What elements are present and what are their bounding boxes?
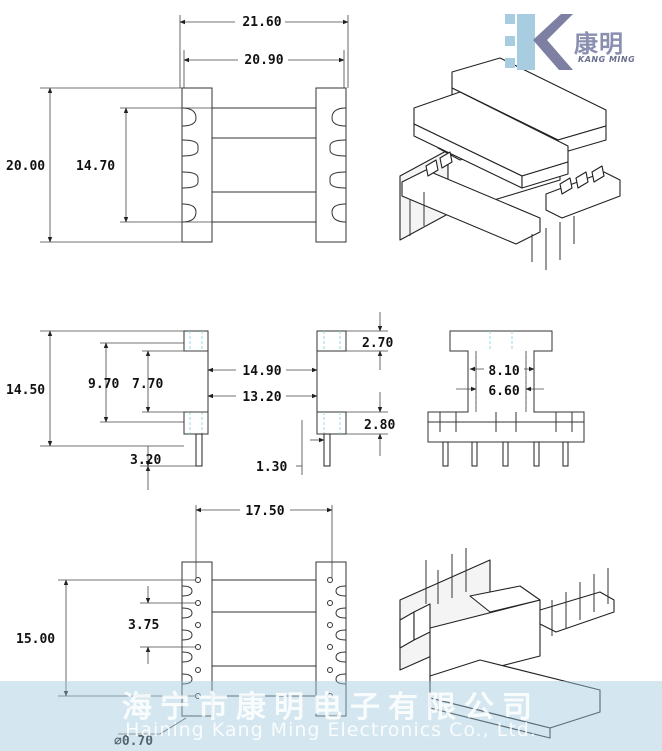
watermark-banner: [0, 681, 662, 751]
kang-ming-logo-icon: [505, 14, 573, 70]
dim-pin-length: 3.20: [130, 453, 161, 468]
dim-side-inner-width: 6.60: [488, 384, 519, 399]
top-view: 21.60 20.90 20.00 14.70: [6, 12, 349, 243]
logo-chinese-text: 康明: [574, 30, 624, 58]
dim-core-width: 13.20: [242, 390, 281, 405]
dim-pin-pitch: 3.75: [128, 618, 159, 633]
watermark-english: Haining Kang Ming Electronics Co., Ltd.: [125, 719, 537, 741]
dim-outer-height: 9.70: [88, 377, 119, 392]
isometric-view-top: [399, 57, 621, 270]
dim-pin-span: 15.00: [16, 632, 55, 647]
dim-top-flange-thickness: 2.70: [362, 336, 393, 351]
front-view: 14.90 13.20 14.50 9.70 7.70 2.70 2.80 3.…: [6, 312, 395, 490]
dim-pin-row-spacing: 17.50: [245, 504, 284, 519]
dim-pin-diameter: ⌀0.70: [114, 734, 153, 749]
dim-overall-width: 21.60: [242, 15, 281, 30]
bottom-view: 17.50 15.00 3.75 ⌀0.70: [16, 502, 347, 749]
watermark-chinese: 海宁市康明电子有限公司: [122, 690, 540, 725]
logo-english-text: KANG MING: [578, 55, 636, 64]
isometric-view-bottom: [399, 548, 615, 739]
dim-total-height: 14.50: [6, 383, 45, 398]
side-view: 8.10 6.60: [427, 330, 585, 467]
dim-flange-width: 14.90: [242, 364, 281, 379]
dim-inner-height: 7.70: [132, 377, 163, 392]
dim-inner-width: 20.90: [244, 53, 283, 68]
dim-overall-height: 20.00: [6, 159, 45, 174]
dim-side-outer-width: 8.10: [488, 364, 519, 379]
dim-pin-offset: 1.30: [256, 460, 287, 475]
dim-bottom-flange-thickness: 2.80: [364, 418, 395, 433]
dim-window-height: 14.70: [76, 159, 115, 174]
